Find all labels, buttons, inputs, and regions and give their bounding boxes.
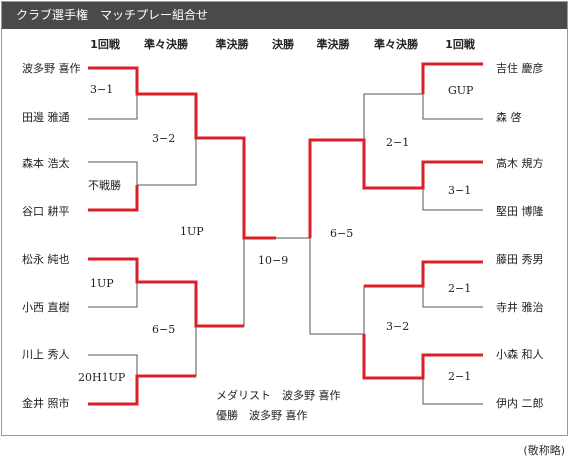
round-header-right-qf: 準々決勝 <box>374 37 419 51</box>
score-left-r1-1: 3−1 <box>90 83 113 96</box>
bracket-line-right-sf-loser <box>309 238 364 335</box>
score-right-sf: 6−5 <box>330 227 353 240</box>
score-right-r1-1: GUP <box>448 84 474 97</box>
score-final: 10−9 <box>258 254 288 267</box>
score-left-r1-4: 20H1UP <box>78 371 126 384</box>
left-player-8: 金井 照市 <box>22 396 70 410</box>
round-header-right-sf: 準決勝 <box>317 37 351 51</box>
left-player-4: 谷口 耕平 <box>22 204 70 218</box>
left-player-6: 小西 直樹 <box>22 300 70 314</box>
right-player-2: 森 啓 <box>496 110 522 124</box>
round-header-left-qf: 準々決勝 <box>144 37 189 51</box>
left-player-7: 川上 秀人 <box>22 348 70 361</box>
winner-path-right-bottom <box>362 334 483 380</box>
score-left-r1-3: 1UP <box>90 277 114 290</box>
score-right-r1-3: 2−1 <box>448 282 471 295</box>
right-player-3: 高木 規方 <box>496 156 544 170</box>
score-right-r1-4: 2−1 <box>448 370 471 383</box>
round-header-left-sf: 準決勝 <box>216 37 250 51</box>
left-player-3: 森本 浩太 <box>22 156 70 170</box>
left-player-5: 松永 純也 <box>22 252 70 266</box>
left-player-1: 波多野 喜作 <box>22 61 81 75</box>
bracket-line-left-r1-2-loser <box>88 161 138 185</box>
bracket-line-left-sf-loser <box>196 238 245 327</box>
bracket-line-right-r1-3-loser <box>422 286 483 308</box>
right-player-8: 伊内 二郎 <box>496 396 544 410</box>
bracket-line-right-r1-1-loser <box>422 94 483 120</box>
bracket-line-right-r1-4-loser <box>422 378 483 405</box>
round-header-right-r1: 1回戦 <box>445 37 476 51</box>
score-left-sf: 1UP <box>180 225 204 238</box>
bracket-line-left-qf-1-loser <box>137 138 197 186</box>
bracket-line-right-r1-2-loser <box>422 188 483 211</box>
round-header-final: 決勝 <box>272 37 295 51</box>
score-left-r1-2: 不戦勝 <box>88 178 121 192</box>
score-right-qf-2: 3−2 <box>386 320 409 333</box>
bracket-line-left-r1-4-loser <box>88 354 138 376</box>
bracket-frame: クラブ選手権 マッチプレー組合せ <box>1 1 568 436</box>
winner-path-left-r1-4 <box>88 374 196 406</box>
winner-path-right-r1-3 <box>364 260 483 288</box>
score-left-qf-2: 6−5 <box>152 323 175 336</box>
right-player-4: 堅田 博隆 <box>496 204 544 218</box>
champion-label: 優勝 波多野 喜作 <box>216 408 308 422</box>
medalist-label: メダリスト 波多野 喜作 <box>216 388 341 402</box>
right-player-5: 藤田 秀男 <box>496 253 544 266</box>
winner-path-left-bottom <box>88 257 244 328</box>
right-player-7: 小森 和人 <box>496 347 544 361</box>
right-player-1: 吉住 慶彦 <box>496 61 544 75</box>
winner-path-left-top <box>88 66 276 240</box>
score-right-r1-2: 3−1 <box>448 184 471 197</box>
page-title: クラブ選手権 マッチプレー組合せ <box>2 2 567 29</box>
round-header-left-r1: 1回戦 <box>90 37 121 51</box>
score-left-qf-1: 3−2 <box>152 132 175 145</box>
honorifics-note: (敬称略) <box>523 444 565 457</box>
bracket-line-right-qf-1-loser <box>363 93 423 140</box>
winner-path-left-r1-2 <box>88 185 139 212</box>
bracket-line-left-r1-3-loser <box>88 282 138 308</box>
bracket-line-left-r1-1-loser <box>88 94 138 120</box>
right-player-6: 寺井 雅治 <box>496 300 544 314</box>
winner-path-right-r1-1 <box>421 62 483 94</box>
score-right-qf-1: 2−1 <box>386 136 409 149</box>
left-player-2: 田邊 雅通 <box>22 110 70 124</box>
winner-path-right-top <box>308 138 483 238</box>
